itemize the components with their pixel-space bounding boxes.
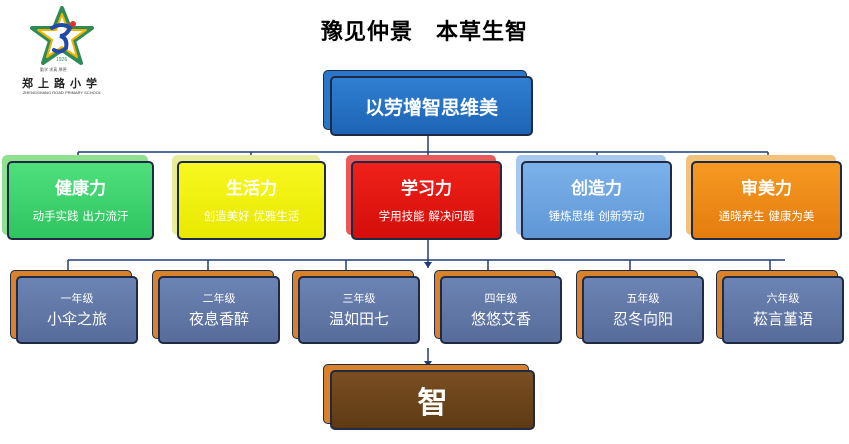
grade-node: 五年级 忍冬向阳 (576, 270, 704, 344)
grade-node: 三年级 温如田七 (292, 270, 420, 344)
wisdom-node: 智 (323, 364, 535, 430)
grade-face: 二年级 夜息香醉 (158, 276, 280, 344)
grade-face: 一年级 小伞之旅 (16, 276, 138, 344)
course-label: 小伞之旅 (46, 309, 107, 328)
school-name: 郑上路小学 (22, 77, 102, 90)
competency-subtitle: 通晓养生 健康为美 (718, 208, 815, 223)
grade-node: 一年级 小伞之旅 (10, 270, 138, 344)
competency-title: 审美力 (741, 178, 792, 199)
school-name-en: ZHENGSHANG ROAD PRIMARY SCHOOL (22, 90, 102, 95)
grade-label: 六年级 (766, 291, 800, 305)
course-label: 夜息香醉 (188, 309, 249, 328)
root-node: 以劳增智思维美 (323, 70, 533, 136)
competency-node: 健康力 动手实践 出力流汗 (2, 155, 154, 240)
course-label: 菘言堇语 (752, 309, 813, 328)
logo-motto: 勤学 求真 厚德 (40, 67, 67, 72)
grade-face: 六年级 菘言堇语 (722, 276, 844, 344)
competency-face: 健康力 动手实践 出力流汗 (7, 161, 154, 240)
wisdom-face: 智 (330, 370, 535, 430)
competency-subtitle: 学用技能 解决问题 (378, 208, 475, 223)
root-node-face: 以劳增智思维美 (330, 76, 533, 136)
grade-label: 一年级 (60, 291, 94, 305)
grade-label: 四年级 (484, 291, 518, 305)
competency-subtitle: 锤炼思维 创新劳动 (548, 208, 645, 223)
competency-node: 生活力 创造美好 优雅生活 (172, 155, 326, 240)
course-label: 悠悠艾香 (470, 309, 531, 328)
root-label: 以劳增智思维美 (364, 96, 498, 119)
grade-node: 六年级 菘言堇语 (716, 270, 844, 344)
grade-face: 四年级 悠悠艾香 (440, 276, 562, 344)
course-label: 温如田七 (328, 309, 389, 328)
competency-face: 审美力 通晓养生 健康为美 (691, 161, 842, 240)
competency-subtitle: 创造美好 优雅生活 (203, 208, 300, 223)
grade-node: 四年级 悠悠艾香 (434, 270, 562, 344)
logo-year: 1926 (56, 57, 67, 63)
competency-title: 学习力 (401, 178, 452, 199)
competency-title: 健康力 (55, 178, 106, 199)
star-emblem-icon: 1926 (30, 6, 94, 65)
competency-node: 审美力 通晓养生 健康为美 (686, 155, 842, 240)
grade-face: 五年级 忍冬向阳 (582, 276, 704, 344)
school-logo: 1926 勤学 求真 厚德 郑上路小学 ZHENGSHANG ROAD PRIM… (12, 6, 112, 102)
competency-title: 创造力 (571, 178, 622, 199)
grade-label: 五年级 (626, 291, 660, 305)
competency-subtitle: 动手实践 出力流汗 (32, 208, 129, 223)
course-label: 忍冬向阳 (612, 309, 673, 328)
grade-node: 二年级 夜息香醉 (152, 270, 280, 344)
competency-title: 生活力 (226, 178, 277, 199)
grade-label: 三年级 (342, 291, 376, 305)
competency-face: 学习力 学用技能 解决问题 (351, 161, 502, 240)
competency-node: 学习力 学用技能 解决问题 (346, 155, 502, 240)
wisdom-label: 智 (417, 386, 448, 421)
competency-face: 生活力 创造美好 优雅生活 (177, 161, 326, 240)
grade-face: 三年级 温如田七 (298, 276, 420, 344)
grade-label: 二年级 (202, 291, 236, 305)
competency-node: 创造力 锤炼思维 创新劳动 (516, 155, 672, 240)
page-title: 豫见仲景 本草生智 (320, 20, 528, 45)
competency-face: 创造力 锤炼思维 创新劳动 (521, 161, 672, 240)
